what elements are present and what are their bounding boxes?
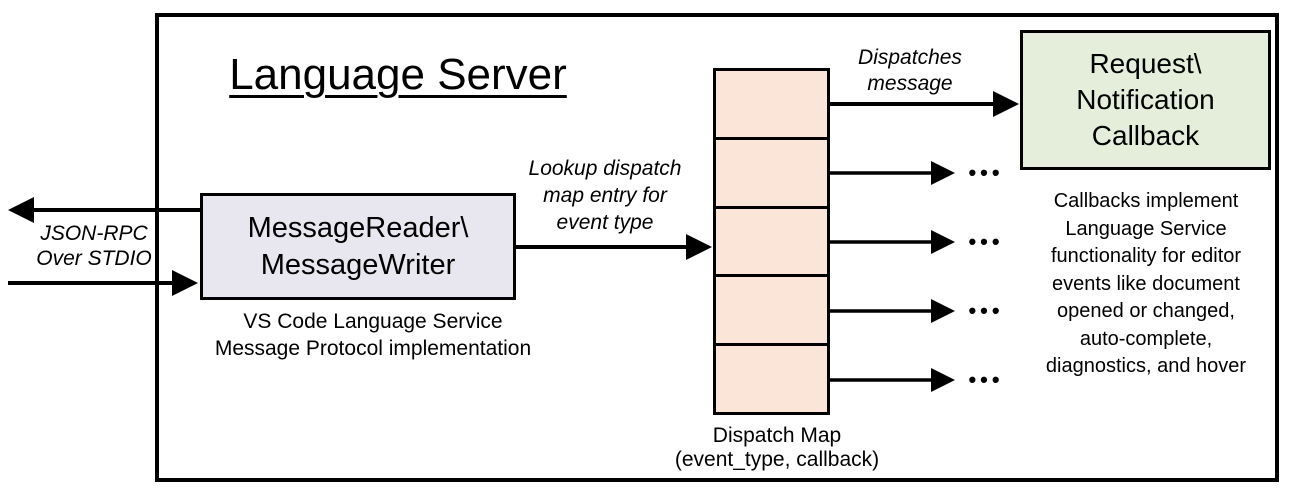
ellipsis-icon-2: •••: [968, 160, 1004, 185]
message-reader-writer-label: MessageReader\ MessageWriter: [247, 211, 469, 281]
dispatch-arrowhead-icon-5: [931, 368, 955, 392]
dispatches-message-label: Dispatches message: [858, 46, 962, 95]
dispatch-map-cell-1: [716, 71, 827, 137]
ellipsis-icon-4: •••: [968, 298, 1004, 323]
ellipsis-icon-3: •••: [968, 229, 1004, 254]
request-notification-callback-box: Request\ Notification Callback: [1020, 30, 1271, 170]
dispatch-map: [713, 68, 830, 415]
dispatch-map-cell-5: [716, 343, 827, 412]
dispatch-arrowhead-icon-1: [993, 91, 1019, 117]
dispatch-map-cell-2: [716, 136, 827, 206]
dispatch-arrowhead-icon-2: [931, 161, 955, 185]
language-server-frame: [155, 13, 1279, 482]
lookup-arrowhead-icon: [686, 234, 712, 260]
dispatch-arrowhead-icon-3: [931, 230, 955, 254]
dispatch-arrowhead-icon-4: [931, 299, 955, 323]
dispatch-map-label: Dispatch Map (event_type, callback): [674, 424, 880, 471]
stdio-out-arrowhead-icon: [8, 197, 34, 223]
ellipsis-icon-5: •••: [968, 367, 1004, 392]
lookup-label: Lookup dispatch map entry for event type: [528, 157, 682, 234]
page-title: Language Server: [229, 50, 567, 99]
dispatch-map-cell-3: [716, 205, 827, 275]
callbacks-note: Callbacks implement Language Service fun…: [1045, 190, 1247, 377]
request-notification-callback-label: Request\ Notification Callback: [1076, 48, 1215, 151]
message-reader-writer-box: MessageReader\ MessageWriter: [200, 193, 516, 300]
stdio-in-arrowhead-icon: [172, 270, 198, 296]
reader-caption: VS Code Language Service Message Protoco…: [214, 310, 532, 360]
stdio-label: JSON-RPC Over STDIO: [36, 222, 152, 270]
dispatch-map-cell-4: [716, 274, 827, 343]
